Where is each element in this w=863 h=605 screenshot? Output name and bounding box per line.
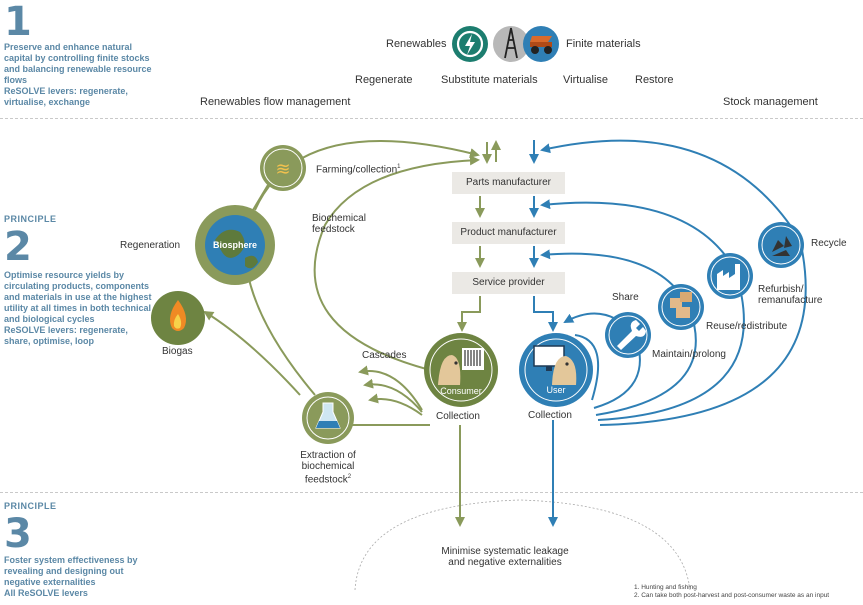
principle-3-description: Foster system effectiveness by revealing… — [4, 555, 138, 587]
maintain-label: Maintain/prolong — [652, 349, 726, 360]
share-label: Share — [612, 292, 639, 303]
leakage-dome — [354, 499, 691, 591]
principle-3-label: PRINCIPLE — [4, 501, 57, 511]
mining-truck-icon — [530, 36, 552, 42]
footnote-1: 1. Hunting and fishing — [634, 584, 697, 591]
extraction-circle — [302, 392, 354, 444]
cascades-label: Cascades — [362, 350, 407, 361]
principle-3-levers: All ReSOLVE levers — [4, 588, 88, 598]
bio-service-to-consumer — [457, 296, 481, 332]
bio-biogas-arc — [203, 310, 301, 396]
biosphere-label: Biosphere — [212, 240, 257, 250]
lever-restore: Restore — [635, 74, 674, 86]
biochemical-feedstock-label: Biochemical feedstock — [312, 213, 366, 235]
principle-2-label: PRINCIPLE — [4, 214, 57, 224]
reuse-circle — [658, 284, 704, 330]
user-circle — [519, 333, 593, 407]
principle-1-levers: ReSOLVE levers: regenerate, virtualise, … — [4, 86, 128, 107]
bio-farming-arc — [254, 140, 480, 211]
principle-1-text: Preserve and enhance natural capital by … — [4, 42, 154, 108]
footnotes: 1. Hunting and fishing 2. Can take both … — [634, 584, 862, 600]
recycle-circle — [758, 222, 804, 268]
boxes-icon — [670, 298, 682, 308]
tech-service-to-user — [533, 296, 558, 332]
refurbish-circle — [707, 253, 753, 299]
maintain-circle — [605, 312, 651, 358]
consumer-circle — [424, 333, 498, 407]
collection-left-label: Collection — [436, 411, 480, 422]
renewables-label: Renewables — [386, 38, 447, 50]
wrench-icon — [617, 320, 646, 350]
biogas-circle — [151, 291, 205, 345]
leakage-label: Minimise systematic leakage and negative… — [441, 546, 569, 568]
cascade-2 — [363, 378, 423, 413]
lightning-recycle-icon — [465, 34, 475, 55]
extraction-label: Extraction of biochemical feedstock2 — [290, 450, 366, 485]
bio-extraction-arc — [247, 274, 316, 396]
principle-3-number: 3 — [4, 511, 32, 557]
extraction-text: Extraction of biochemical feedstock — [300, 450, 356, 486]
farming-label: Farming/collection1 — [316, 164, 401, 175]
recycle-label: Recycle — [811, 238, 847, 249]
footnote-2: 2. Can take both post-harvest and post-c… — [634, 592, 830, 599]
recycle-icon — [772, 236, 792, 256]
lever-regenerate: Regenerate — [355, 74, 413, 86]
bio-biochemical-arc — [313, 155, 480, 371]
consumer-label: Consumer — [440, 386, 482, 396]
tech-share-loop — [574, 334, 600, 401]
principle-1-description: Preserve and enhance natural capital by … — [4, 42, 152, 85]
cascade-3 — [368, 393, 423, 416]
user-label: User — [546, 385, 566, 395]
stock-management-label: Stock management — [723, 96, 818, 108]
tech-arrows — [529, 139, 807, 527]
product-manufacturer-box: Product manufacturer — [452, 222, 565, 244]
finite-materials-label: Finite materials — [566, 38, 641, 50]
farming-note: 1 — [397, 164, 401, 170]
principle-3-text: Foster system effectiveness by revealing… — [4, 555, 144, 599]
reuse-label: Reuse/redistribute — [706, 321, 788, 332]
lever-virtualise: Virtualise — [563, 74, 609, 86]
regeneration-label: Regeneration — [120, 240, 181, 251]
wheat-fish-icon: ≋ — [275, 159, 290, 180]
divider-bottom — [0, 492, 863, 493]
principle-2-levers: ReSOLVE levers: regenerate, share, optim… — [4, 325, 128, 346]
farming-circle: ≋ — [260, 145, 306, 191]
service-provider-box: Service provider — [452, 272, 565, 294]
parts-manufacturer-box: Parts manufacturer — [452, 172, 565, 194]
principle-1-number: 1 — [4, 0, 32, 45]
finite-materials-icon — [493, 26, 559, 62]
lever-substitute: Substitute materials — [441, 74, 538, 86]
biosphere-circle — [195, 205, 275, 285]
divider-top — [0, 118, 863, 119]
principle-2-description: Optimise resource yields by circulating … — [4, 270, 152, 324]
principle-2-number: 2 — [4, 224, 32, 270]
renewables-icon — [452, 26, 488, 62]
factory-icon — [717, 264, 740, 290]
cascade-1 — [358, 365, 423, 411]
person-icon — [552, 356, 577, 385]
extraction-note: 2 — [347, 474, 352, 480]
farming-text: Farming/collection — [316, 164, 398, 176]
principle-2-text: Optimise resource yields by circulating … — [4, 270, 152, 347]
refurbish-label: Refurbish/ remanufacture — [758, 284, 823, 306]
renewables-flow-label: Renewables flow management — [200, 96, 351, 108]
biogas-label: Biogas — [162, 346, 193, 357]
oil-derrick-icon — [504, 27, 518, 59]
collection-right-label: Collection — [528, 410, 572, 421]
